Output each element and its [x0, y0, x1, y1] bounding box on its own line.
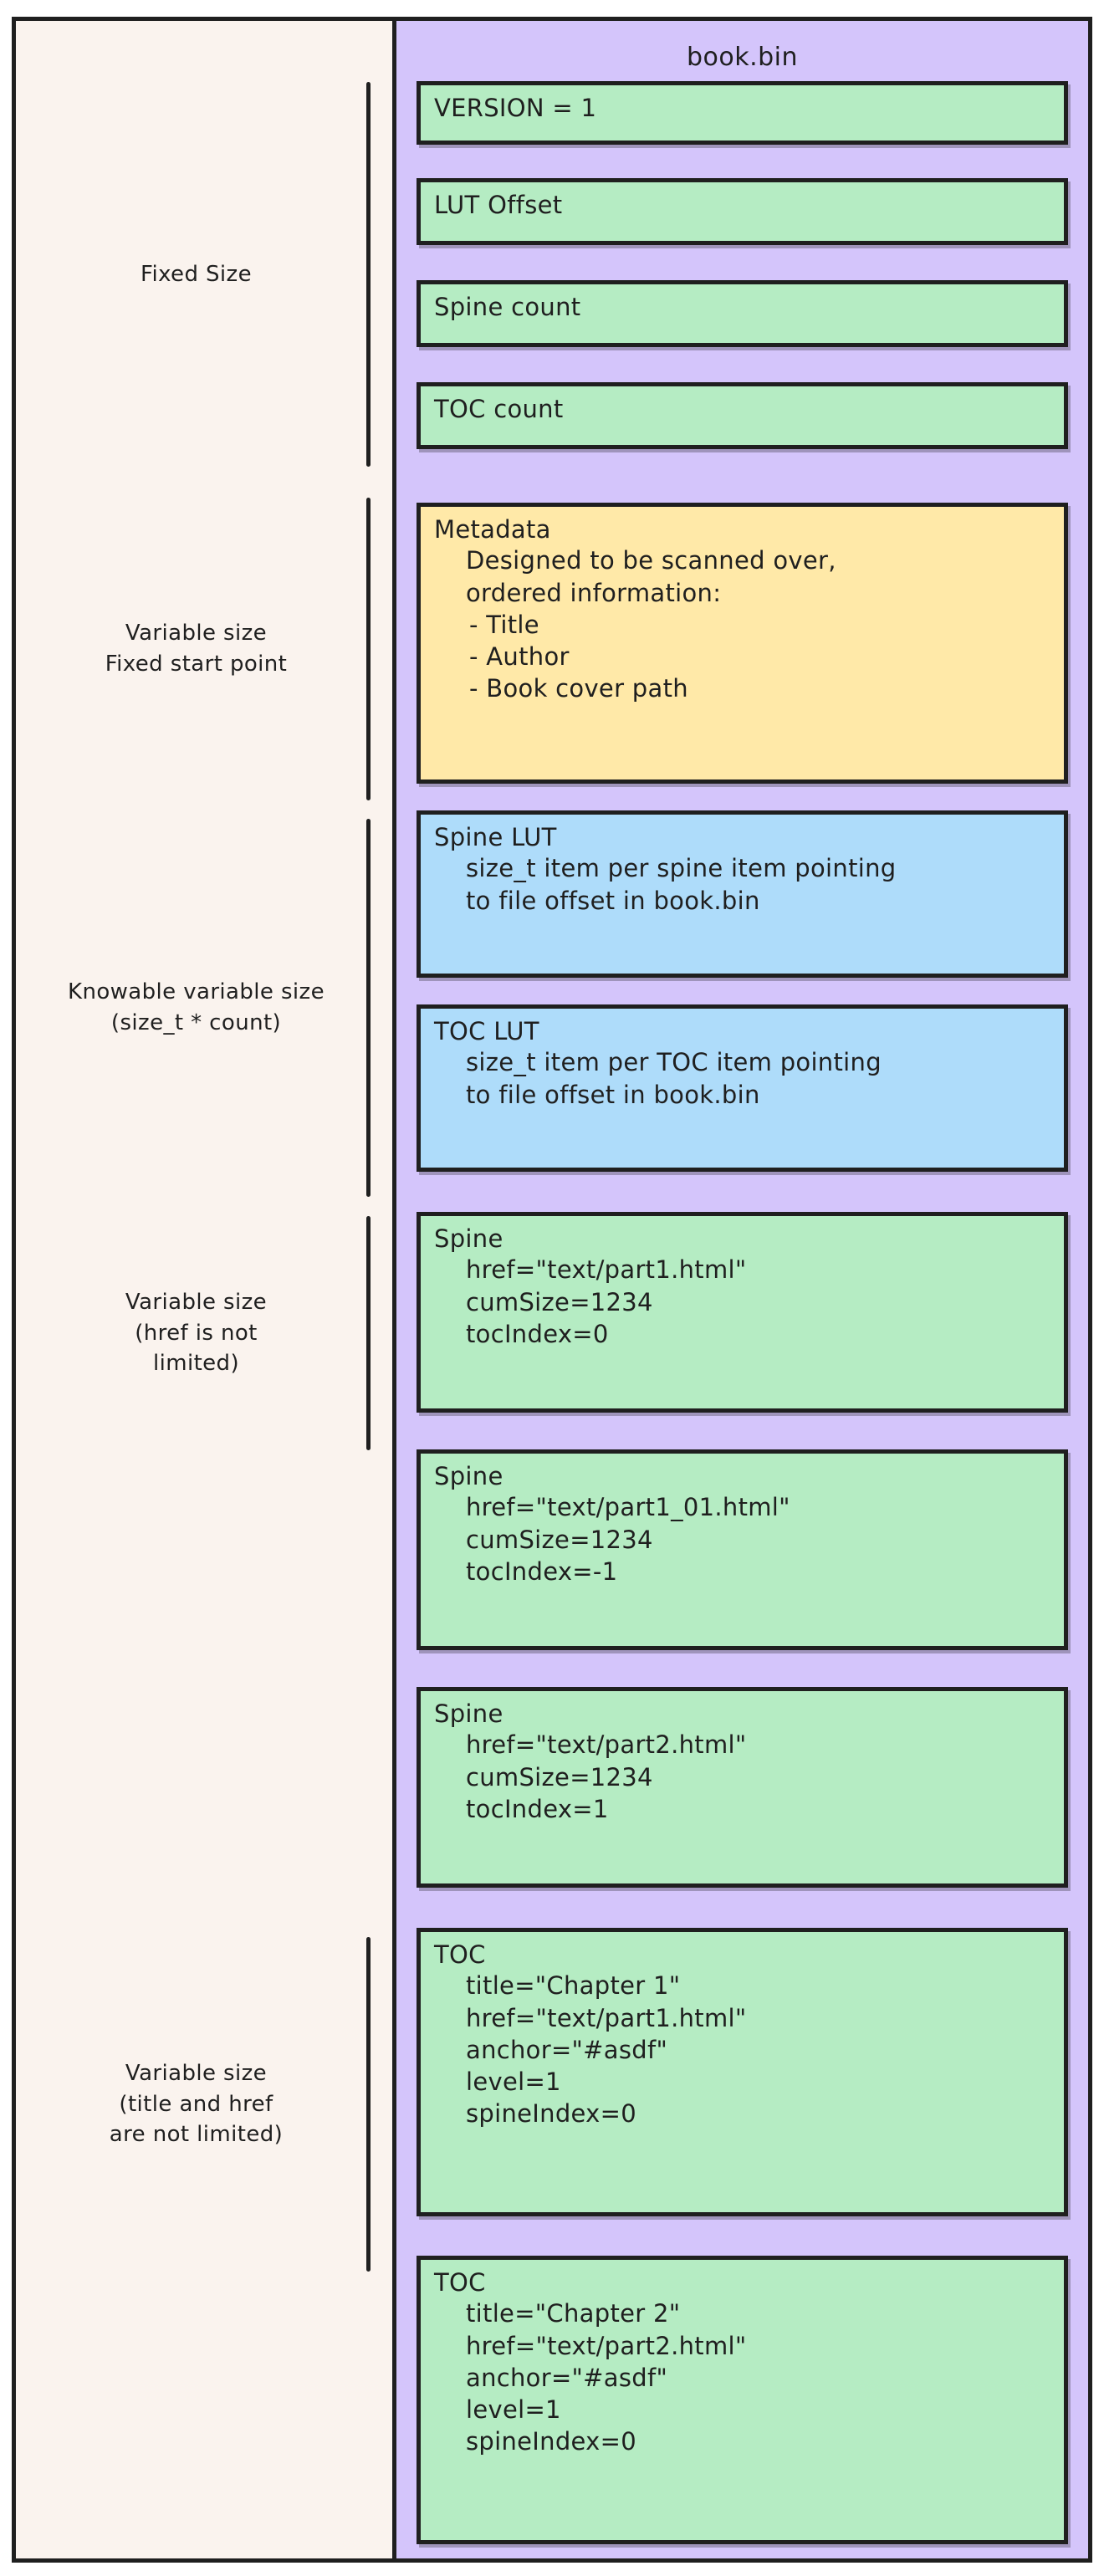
block-toc-1-title: TOC: [434, 1940, 486, 1969]
block-version: VERSION = 1: [417, 81, 1068, 145]
block-spine-3: Spine href="text/part2.html" cumSize=123…: [417, 1687, 1068, 1888]
block-toc-2: TOC title="Chapter 2" href="text/part2.h…: [417, 2256, 1068, 2544]
legend-label-spine-variable: Variable size (href is not limited): [125, 1289, 268, 1377]
diagram-frame: Fixed Size Variable size Fixed start poi…: [12, 17, 1092, 2563]
block-spine-2-title: Spine: [434, 1462, 503, 1490]
legend-group-knowable-variable: Knowable variable size (size_t * count): [16, 815, 392, 1200]
block-spine-lut-title: Spine LUT: [434, 823, 557, 851]
legend-bracket-knowable-variable: [366, 819, 371, 1197]
block-spine-2: Spine href="text/part1_01.html" cumSize=…: [417, 1449, 1068, 1650]
legend-column: Fixed Size Variable size Fixed start poi…: [16, 21, 396, 2558]
block-toc-2-title: TOC: [434, 2268, 486, 2297]
legend-bracket-fixed-size: [366, 82, 371, 467]
block-lut-offset-label: LUT Offset: [434, 191, 563, 219]
block-toc-count: TOC count: [417, 382, 1068, 449]
block-toc-count-label: TOC count: [434, 395, 564, 423]
block-toc-lut-title: TOC LUT: [434, 1017, 539, 1045]
legend-label-toc-variable: Variable size (title and href are not li…: [109, 2060, 284, 2148]
block-spine-count-label: Spine count: [434, 293, 581, 321]
legend-group-spine-variable: Variable size (href is not limited): [16, 1212, 392, 1454]
block-spine-1-fields: href="text/part1.html" cumSize=1234 tocI…: [466, 1255, 747, 1348]
legend-group-toc-variable: Variable size (title and href are not li…: [16, 1933, 392, 2276]
block-spine-2-fields: href="text/part1_01.html" cumSize=1234 t…: [466, 1493, 790, 1586]
block-spine-lut: Spine LUT size_t item per spine item poi…: [417, 810, 1068, 978]
block-metadata-description: Designed to be scanned over, ordered inf…: [466, 546, 836, 607]
file-column: book.bin VERSION = 1 LUT Offset Spine co…: [396, 21, 1088, 2558]
block-toc-lut-description: size_t item per TOC item pointing to fil…: [466, 1048, 882, 1109]
block-spine-1-title: Spine: [434, 1224, 503, 1253]
block-spine-3-title: Spine: [434, 1699, 503, 1728]
legend-label-variable-fixed-start: Variable size Fixed start point: [105, 621, 288, 677]
legend-bracket-spine-variable: [366, 1216, 371, 1450]
block-spine-lut-description: size_t item per spine item pointing to f…: [466, 854, 897, 915]
legend-bracket-variable-fixed-start: [366, 498, 371, 800]
legend-group-fixed-size: Fixed Size: [16, 78, 392, 471]
block-version-label: VERSION = 1: [434, 94, 597, 122]
legend-bracket-toc-variable: [366, 1937, 371, 2272]
block-toc-2-fields: title="Chapter 2" href="text/part2.html"…: [466, 2299, 747, 2456]
file-title: book.bin: [686, 43, 799, 72]
legend-label-knowable-variable: Knowable variable size (size_t * count): [68, 979, 325, 1035]
block-toc-lut: TOC LUT size_t item per TOC item pointin…: [417, 1004, 1068, 1172]
block-metadata-fields: - Title - Author - Book cover path: [469, 610, 688, 703]
block-spine-1: Spine href="text/part1.html" cumSize=123…: [417, 1212, 1068, 1413]
legend-label-fixed-size: Fixed Size: [140, 261, 252, 287]
block-spine-count: Spine count: [417, 280, 1068, 347]
block-toc-1: TOC title="Chapter 1" href="text/part1.h…: [417, 1928, 1068, 2216]
block-spine-3-fields: href="text/part2.html" cumSize=1234 tocI…: [466, 1730, 747, 1823]
file-block-list: VERSION = 1 LUT Offset Spine count TOC c…: [417, 21, 1068, 2558]
legend-group-variable-fixed-start: Variable size Fixed start point: [16, 494, 392, 804]
block-lut-offset: LUT Offset: [417, 178, 1068, 245]
block-metadata: Metadata Designed to be scanned over, or…: [417, 503, 1068, 784]
block-metadata-title: Metadata: [434, 515, 551, 544]
block-toc-1-fields: title="Chapter 1" href="text/part1.html"…: [466, 1971, 747, 2129]
